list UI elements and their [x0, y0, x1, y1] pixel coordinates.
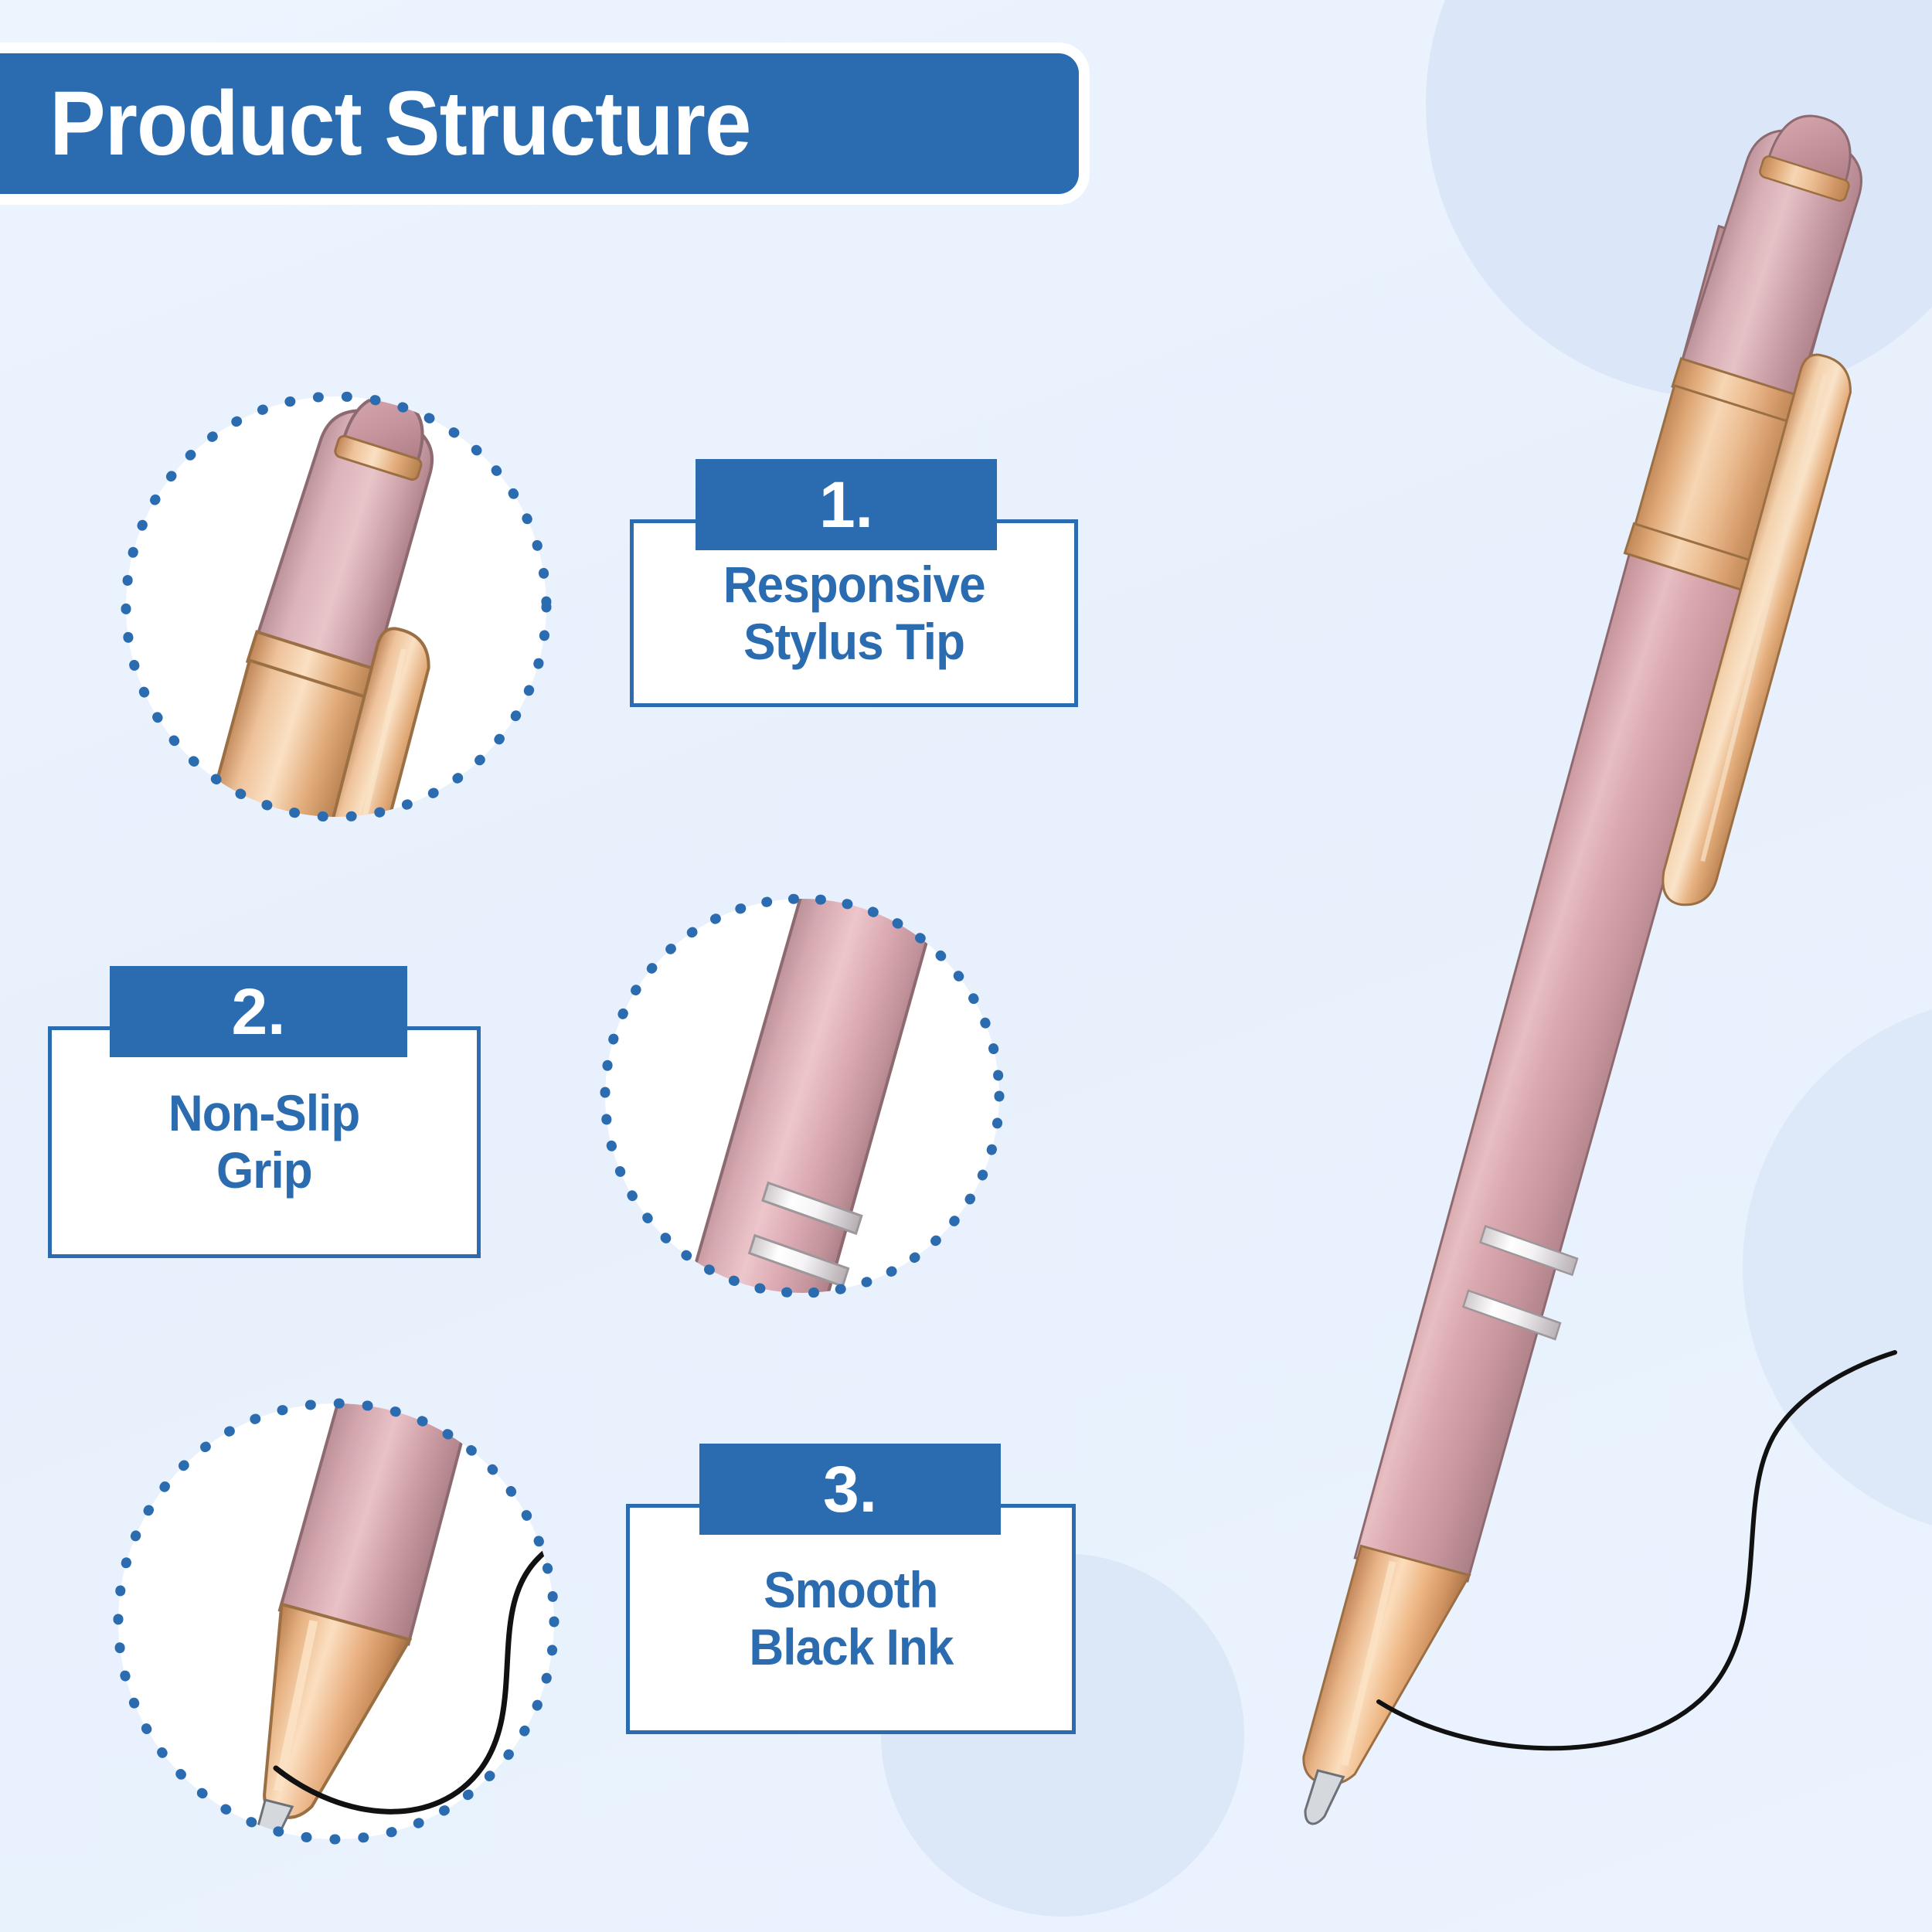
feature-card-3-box: Smooth Black Ink — [626, 1504, 1076, 1734]
feature-card-1-line2: Stylus Tip — [743, 612, 965, 670]
feature-card-1-number: 1. — [696, 459, 997, 550]
grip-detail-circle — [563, 856, 1042, 1335]
feature-card-2-line1: Non-Slip — [168, 1084, 360, 1142]
page-title-banner: Product Structure — [0, 43, 1090, 205]
product-hero-illustration — [1190, 46, 1901, 1901]
feature-card-1-box: Responsive Stylus Tip — [630, 519, 1078, 707]
page-title: Product Structure — [49, 73, 751, 175]
feature-card-3-line1: Smooth — [764, 1561, 938, 1619]
feature-card-2-number: 2. — [110, 966, 407, 1057]
stylus-tip-detail-circle — [81, 352, 591, 862]
feature-card-3-line2: Black Ink — [749, 1618, 954, 1675]
feature-card-3-number: 3. — [699, 1444, 1001, 1535]
feature-card-2-box: Non-Slip Grip — [48, 1026, 481, 1258]
ink-tip-detail-circle — [73, 1359, 599, 1884]
feature-card-2-line2: Grip — [216, 1141, 313, 1199]
feature-card-1-line1: Responsive — [723, 555, 986, 613]
